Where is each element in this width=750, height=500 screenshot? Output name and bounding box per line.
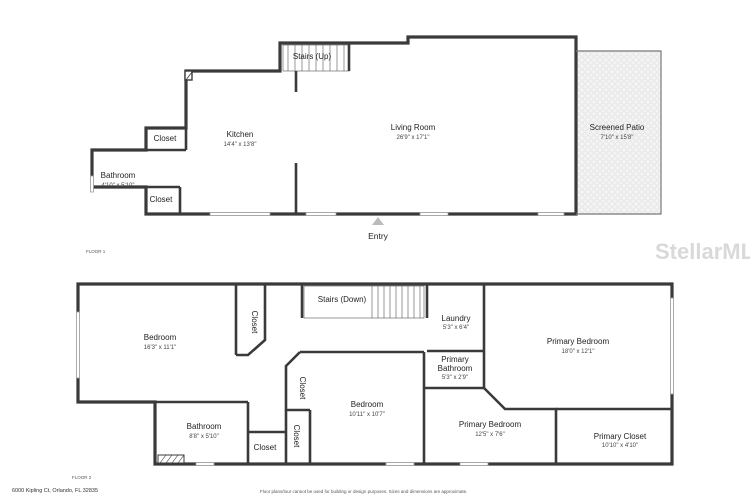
living-room-dims: 26'9" x 17'1" (397, 135, 430, 141)
bathroom-dims: 4'10" x 5'10" (102, 183, 135, 189)
screened-patio-dims: 7'10" x 15'8" (601, 135, 634, 141)
corner-post-hatch (185, 71, 193, 81)
bedroom-left-dims: 16'3" x 11'1" (144, 345, 176, 351)
closet-lower-label: Closet (150, 195, 173, 204)
closet-mid-label: Closet (298, 377, 307, 400)
closet-small-label: Closet (292, 425, 301, 448)
address: 6000 Kipling Ct, Orlando, FL 32835 (12, 488, 98, 494)
floor1-label: FLOOR 1 (86, 249, 106, 254)
laundry-dims: 5'3" x 6'4" (443, 325, 469, 331)
corner-hatch-lines (159, 454, 185, 464)
primary-closet-label: Primary Closet (594, 432, 647, 441)
primary-bathroom-label-2: Bathroom (438, 364, 473, 373)
corner-post (184, 70, 193, 81)
window (209, 212, 271, 216)
bathroom-label: Bathroom (101, 171, 136, 180)
stairs-up (282, 44, 350, 72)
window (195, 462, 215, 466)
bedroom-mid-label: Bedroom (351, 400, 384, 409)
window (459, 462, 489, 466)
closet-mid-wall (284, 351, 310, 412)
kitchen-label: Kitchen (227, 130, 254, 139)
window (90, 175, 94, 193)
disclaimer: Floor plans/tour cannot be used for buil… (260, 489, 467, 494)
corner-hatch (157, 454, 185, 464)
closet-vertical-label: Closet (250, 311, 259, 334)
window (305, 212, 337, 216)
primary-bathroom-dims: 5'3" x 2'9" (442, 375, 468, 381)
primary-bedroom-right-label: Primary Bedroom (547, 337, 610, 346)
stairs-up-label: Stairs (Up) (293, 52, 332, 61)
stairs-down-label: Stairs (Down) (318, 295, 367, 304)
bedroom-left-label: Bedroom (144, 333, 177, 342)
brand-watermark: StellarMLS (655, 239, 750, 264)
entry-label: Entry (368, 231, 389, 241)
primary-bedroom-diag-wall (483, 387, 558, 464)
kitchen-dims: 14'4" x 13'8" (224, 142, 257, 148)
patio-wall (576, 50, 662, 215)
floor-2: Bedroom 16'3" x 11'1" Closet Stairs (Dow… (72, 282, 674, 480)
window (385, 462, 415, 466)
floor2-label: FLOOR 2 (72, 475, 92, 480)
primary-bedroom-lower-dims: 12'5" x 7'6" (475, 432, 505, 438)
window (76, 311, 80, 379)
primary-bedroom-lower-label: Primary Bedroom (459, 420, 522, 429)
closet-bottom-label: Closet (254, 443, 277, 452)
closet-upper-label: Closet (154, 134, 177, 143)
screened-patio-label: Screened Patio (590, 123, 645, 132)
primary-closet-dims: 10'10" x 4'10" (602, 443, 638, 449)
floor1-outer-wall (90, 35, 578, 216)
screened-patio-floor (576, 51, 661, 214)
floor-1: Stairs (Up) Kitchen 14'4" x 13'8" Living… (86, 35, 662, 254)
entry-arrow-icon (372, 217, 384, 225)
living-room-label: Living Room (391, 123, 436, 132)
window (670, 297, 674, 395)
closet-vertical-wall (236, 284, 267, 357)
primary-bathroom-label-1: Primary (441, 355, 469, 364)
floor2-outer-wall (76, 282, 674, 466)
primary-bedroom-right-dims: 18'0" x 12'1" (562, 349, 595, 355)
bedroom-mid-dims: 10'11" x 10'7" (349, 412, 385, 418)
stairs-down (303, 285, 425, 319)
bathroom-f2-label: Bathroom (187, 422, 222, 431)
bathroom-f2-dims: 8'8" x 5'10" (189, 434, 219, 440)
window (419, 212, 449, 216)
window (537, 212, 565, 216)
laundry-label: Laundry (442, 314, 471, 323)
